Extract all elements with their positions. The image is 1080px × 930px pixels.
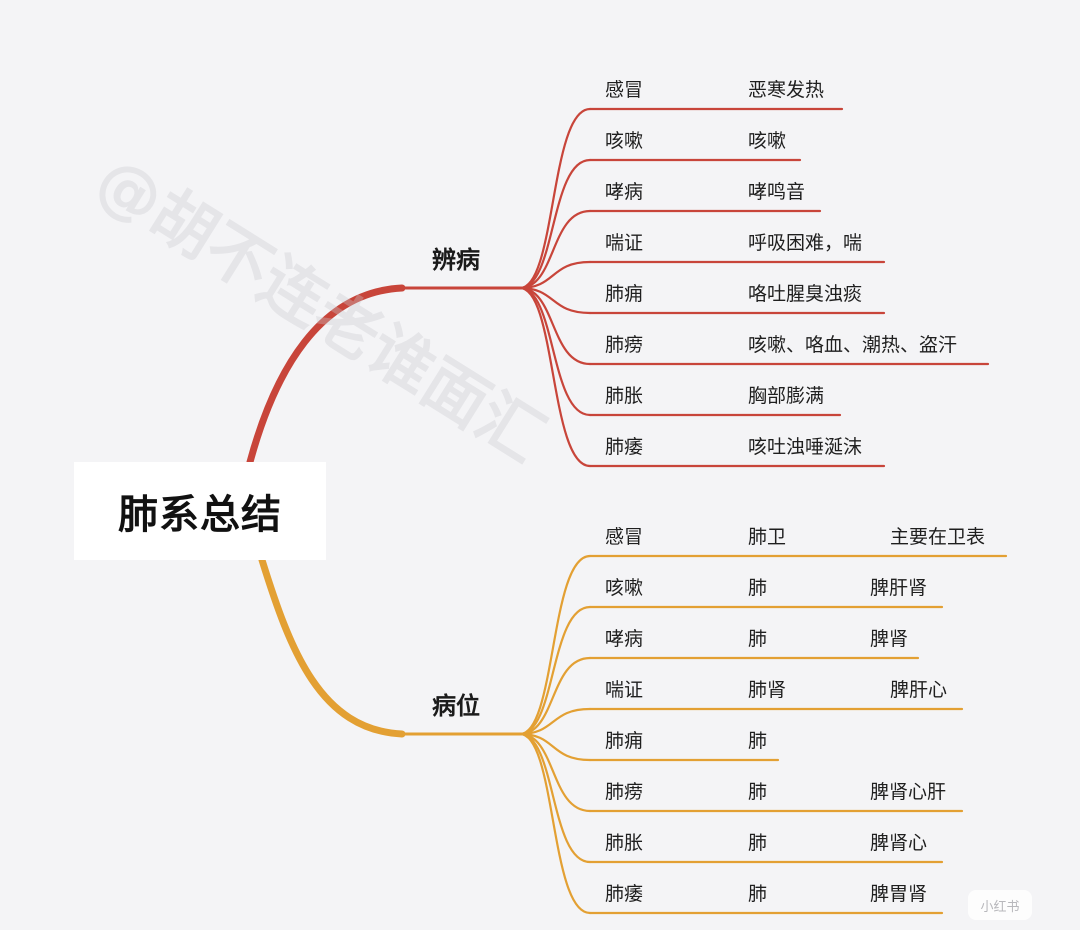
trunk-bingwei	[258, 556, 406, 738]
node-bianbing-0-col0[interactable]: 感冒	[605, 79, 644, 101]
node-bingwei-6-col1[interactable]: 肺	[748, 832, 768, 854]
node-bingwei-1-col0[interactable]: 咳嗽	[605, 577, 644, 599]
root-label: 肺系总结	[118, 492, 282, 538]
connector-bingwei-1	[518, 605, 592, 736]
node-bianbing-7-col0[interactable]: 肺痿	[605, 436, 644, 458]
connector-bianbing-5	[518, 286, 592, 366]
node-bingwei-4-col0[interactable]: 肺痈	[605, 730, 644, 752]
node-bianbing-1-col1[interactable]: 咳嗽	[748, 130, 787, 152]
node-bianbing-2-col1[interactable]: 哮鸣音	[748, 181, 806, 203]
node-bingwei-0-col2[interactable]: 主要在卫表	[890, 526, 986, 548]
node-bianbing-6-col0[interactable]: 肺胀	[605, 385, 644, 407]
node-bingwei-5-col1[interactable]: 肺	[748, 781, 768, 803]
connector-bianbing-7	[518, 286, 592, 468]
node-bingwei-7-col0[interactable]: 肺痿	[605, 883, 644, 905]
node-bianbing-1-col0[interactable]: 咳嗽	[605, 130, 644, 152]
branch-label-bianbing[interactable]: 辨病	[432, 246, 480, 274]
node-bingwei-3-col1[interactable]: 肺肾	[748, 679, 787, 701]
connector-bianbing-1	[518, 158, 592, 290]
connector-bingwei-6	[518, 732, 592, 864]
node-bingwei-5-col2[interactable]: 脾肾心肝	[870, 781, 947, 803]
root-node[interactable]: 肺系总结	[74, 462, 326, 560]
node-bingwei-1-col1[interactable]: 肺	[748, 577, 768, 599]
node-bingwei-2-col2[interactable]: 脾肾	[870, 628, 909, 650]
connector-bianbing-3	[518, 260, 592, 290]
connector-bingwei-0	[518, 554, 592, 736]
node-bingwei-6-col0[interactable]: 肺胀	[605, 832, 644, 854]
node-bingwei-3-col2[interactable]: 脾肝心	[890, 679, 948, 701]
node-bingwei-5-col0[interactable]: 肺痨	[605, 781, 644, 803]
connector-bingwei-5	[518, 732, 592, 813]
node-bingwei-7-col1[interactable]: 肺	[748, 883, 768, 905]
connector-bingwei-7	[518, 732, 592, 915]
node-bingwei-2-col1[interactable]: 肺	[748, 628, 768, 650]
connector-bianbing-0	[518, 107, 592, 290]
node-bingwei-4-col1[interactable]: 肺	[748, 730, 768, 752]
connector-bianbing-6	[518, 286, 592, 417]
trunk-bianbing	[246, 284, 406, 466]
node-bingwei-3-col0[interactable]: 喘证	[605, 679, 644, 701]
node-bianbing-0-col1[interactable]: 恶寒发热	[748, 79, 825, 101]
node-bingwei-7-col2[interactable]: 脾胃肾	[870, 883, 928, 905]
node-bianbing-7-col1[interactable]: 咳吐浊唾涎沫	[748, 436, 863, 458]
node-bianbing-3-col0[interactable]: 喘证	[605, 232, 644, 254]
connector-bianbing-2	[518, 209, 592, 290]
connector-bianbing-4	[518, 286, 592, 315]
node-bianbing-5-col1[interactable]: 咳嗽、咯血、潮热、盗汗	[748, 334, 958, 356]
xiaohongshu-logo: 小红书	[968, 890, 1032, 920]
connector-bingwei-4	[518, 732, 592, 762]
node-bianbing-6-col1[interactable]: 胸部膨满	[748, 385, 825, 407]
node-bianbing-5-col0[interactable]: 肺痨	[605, 334, 644, 356]
node-bianbing-4-col1[interactable]: 咯吐腥臭浊痰	[748, 283, 863, 305]
node-bingwei-6-col2[interactable]: 脾肾心	[870, 832, 928, 854]
node-bingwei-1-col2[interactable]: 脾肝肾	[870, 577, 928, 599]
connector-bingwei-3	[518, 707, 592, 736]
node-bianbing-3-col1[interactable]: 呼吸困难，喘	[748, 232, 863, 254]
connector-bingwei-2	[518, 656, 592, 736]
branch-label-bingwei[interactable]: 病位	[432, 692, 480, 720]
node-bianbing-2-col0[interactable]: 哮病	[605, 181, 644, 203]
node-bianbing-4-col0[interactable]: 肺痈	[605, 283, 644, 305]
node-bingwei-0-col1[interactable]: 肺卫	[748, 526, 787, 548]
node-bingwei-2-col0[interactable]: 哮病	[605, 628, 644, 650]
node-bingwei-0-col0[interactable]: 感冒	[605, 526, 644, 548]
